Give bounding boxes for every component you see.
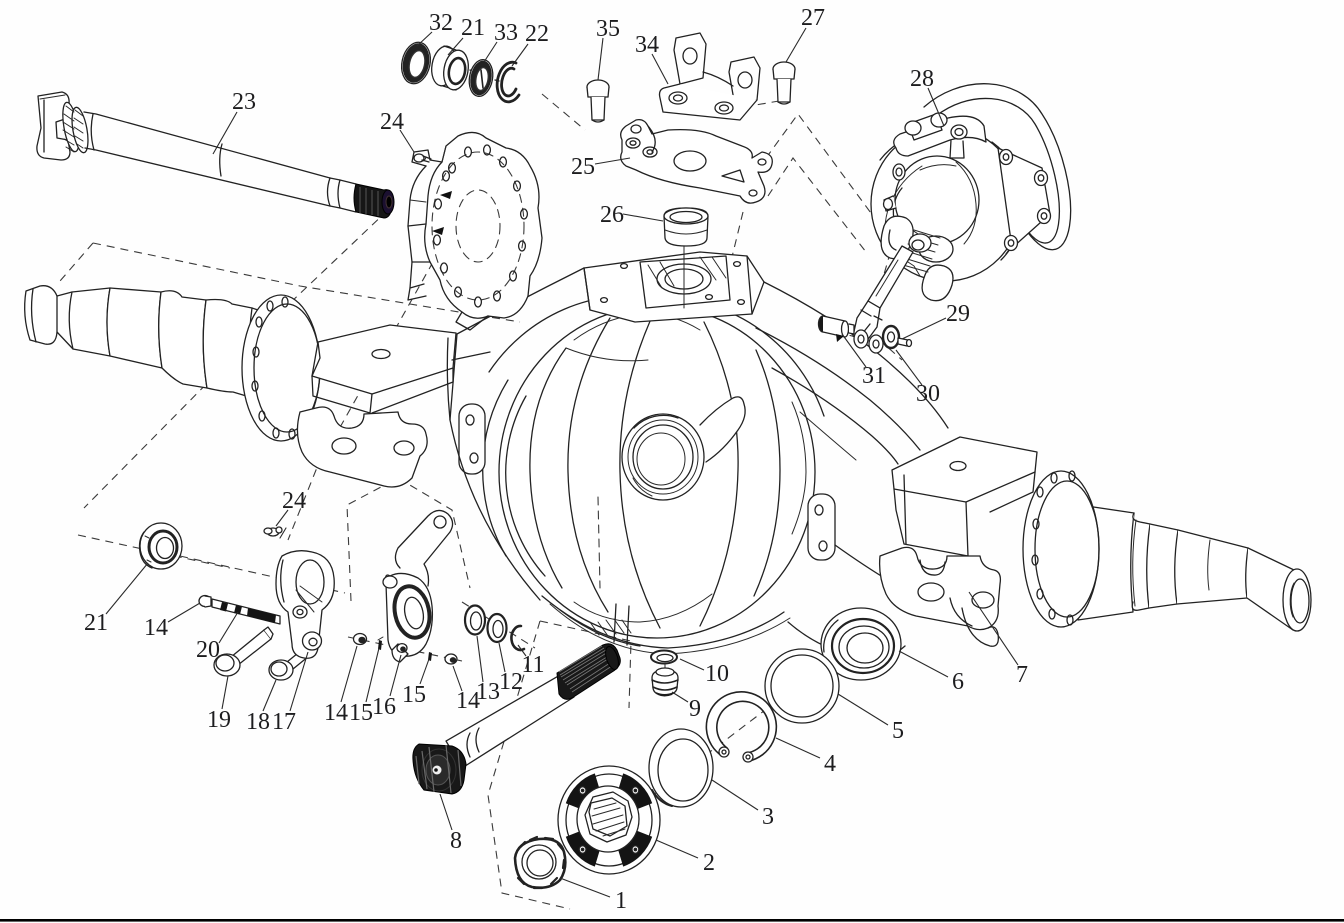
svg-text:1: 1 [615, 888, 627, 914]
svg-text:28: 28 [910, 66, 934, 92]
svg-text:5: 5 [892, 718, 904, 744]
svg-text:7: 7 [1016, 662, 1028, 688]
svg-text:15: 15 [349, 700, 373, 726]
svg-text:15: 15 [402, 682, 426, 708]
svg-text:10: 10 [705, 661, 729, 687]
svg-text:14: 14 [144, 615, 168, 641]
svg-text:30: 30 [916, 381, 940, 407]
svg-text:4: 4 [824, 751, 836, 777]
svg-text:14: 14 [324, 700, 348, 726]
svg-text:26: 26 [600, 202, 624, 228]
svg-text:12: 12 [499, 669, 523, 695]
svg-text:3: 3 [762, 804, 774, 830]
svg-text:25: 25 [571, 154, 595, 180]
svg-text:31: 31 [862, 363, 886, 389]
svg-text:29: 29 [946, 301, 970, 327]
svg-text:32: 32 [429, 10, 453, 36]
svg-text:16: 16 [372, 694, 396, 720]
svg-text:20: 20 [196, 637, 220, 663]
svg-text:2: 2 [703, 850, 715, 876]
svg-text:24: 24 [282, 488, 306, 514]
svg-text:19: 19 [207, 707, 231, 733]
svg-text:8: 8 [450, 828, 462, 854]
svg-text:27: 27 [801, 5, 825, 31]
svg-text:35: 35 [596, 16, 620, 42]
svg-text:13: 13 [476, 679, 500, 705]
svg-text:33: 33 [494, 20, 518, 46]
svg-text:21: 21 [84, 610, 108, 636]
svg-text:24: 24 [380, 109, 404, 135]
svg-text:21: 21 [461, 15, 485, 41]
svg-text:9: 9 [689, 696, 701, 722]
svg-text:17: 17 [272, 709, 296, 735]
svg-text:34: 34 [635, 32, 659, 58]
svg-text:18: 18 [246, 709, 270, 735]
svg-text:11: 11 [521, 652, 544, 678]
svg-text:6: 6 [952, 669, 964, 695]
svg-text:23: 23 [232, 89, 256, 115]
svg-text:14: 14 [456, 688, 480, 714]
svg-text:22: 22 [525, 21, 549, 47]
